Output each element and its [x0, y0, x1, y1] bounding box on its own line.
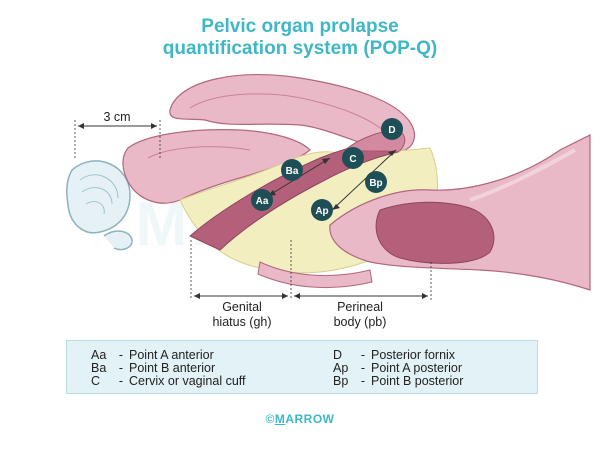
legend-item-aa: Aa-Point A anterior	[91, 348, 214, 362]
brand-initial: M	[274, 412, 286, 426]
legend-code: Bp	[333, 374, 349, 388]
hiatus-perineal-measure	[190, 240, 432, 300]
point-label-C: C	[349, 154, 356, 165]
point-marker-Ba: Ba	[281, 159, 303, 181]
legend-text: Point A posterior	[371, 361, 463, 375]
footer-brand: ©MARROW	[0, 412, 600, 426]
legend-text: Point A anterior	[129, 348, 214, 362]
legend-code: D	[333, 348, 343, 362]
point-label-Ba: Ba	[286, 166, 299, 177]
legend-item-c: C-Cervix or vaginal cuff	[91, 374, 246, 388]
point-label-Ap: Ap	[315, 206, 328, 217]
point-marker-Aa: Aa	[251, 189, 273, 211]
copyright-symbol: ©	[265, 412, 275, 426]
legend-code: Ap	[333, 361, 349, 375]
legend-text: Cervix or vaginal cuff	[129, 374, 246, 388]
three-cm-label: 3 cm	[103, 110, 130, 124]
legend-code: C	[91, 374, 101, 388]
point-marker-Ap: Ap	[311, 199, 333, 221]
perineal-body-label: Perineal body (pb)	[305, 300, 415, 330]
legend-text: Point B anterior	[129, 361, 216, 375]
legend-text: Posterior fornix	[371, 348, 456, 362]
legend-code: Aa	[91, 348, 107, 362]
genital-hiatus-line-1: Genital	[222, 300, 262, 314]
perineal-body-line-1: Perineal	[337, 300, 383, 314]
point-marker-D: D	[381, 118, 403, 140]
legend-item-d: D-Posterior fornix	[333, 348, 456, 362]
title-line-2: quantification system (POP-Q)	[162, 38, 438, 59]
legend-item-ba: Ba-Point B anterior	[91, 361, 216, 375]
brand-rest: ARROW	[285, 412, 335, 426]
genital-hiatus-label: Genital hiatus (gh)	[197, 300, 287, 330]
legend-text: Point B posterior	[371, 374, 464, 388]
point-marker-C: C	[342, 147, 364, 169]
point-label-Aa: Aa	[256, 196, 269, 207]
pubic-bone	[66, 160, 133, 251]
title-line-1: Pelvic organ prolapse	[201, 16, 399, 37]
point-marker-Bp: Bp	[365, 171, 387, 193]
point-label-D: D	[388, 125, 395, 136]
point-label-Bp: Bp	[369, 178, 382, 189]
three-cm-measure	[74, 120, 161, 160]
legend-box: Aa-Point A anterior Ba-Point B anterior …	[66, 340, 538, 394]
perineal-body-line-2: body (pb)	[333, 315, 387, 329]
genital-hiatus-line-2: hiatus (gh)	[212, 315, 272, 329]
legend-item-ap: Ap-Point A posterior	[333, 361, 463, 375]
legend-item-bp: Bp-Point B posterior	[333, 374, 464, 388]
legend-code: Ba	[91, 361, 107, 375]
